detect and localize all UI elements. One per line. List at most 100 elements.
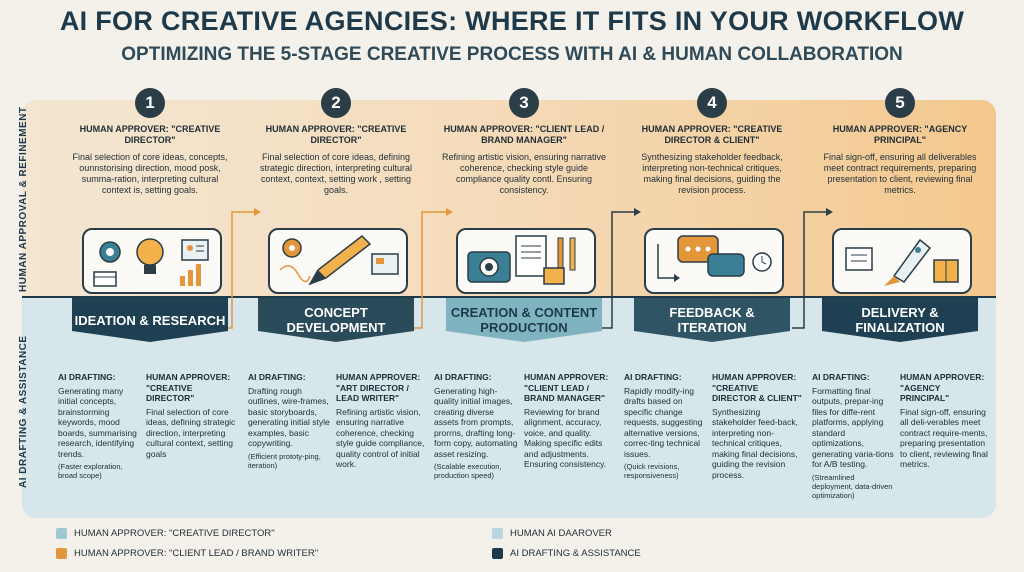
stage-5-ai-note: (Streamlined deployment, data-driven opt… (812, 472, 893, 500)
stage-3-human-heading: HUMAN APPROVER: "CLIENT LEAD / BRAND MAN… (524, 372, 609, 403)
rocket-icon (884, 238, 932, 286)
stage-4-ai-heading: AI DRAFTING: (624, 372, 682, 382)
stage-2-human-heading: HUMAN APPROVER: "ART DIRECTOR / LEAD WRI… (336, 372, 421, 403)
image-icon (543, 267, 565, 285)
stage-2: 2 HUMAN APPROVER: "CREATIVE DIRECTOR" Fi… (244, 88, 428, 518)
stage-1-top-approver: HUMAN APPROVER: "CREATIVE DIRECTOR" (79, 124, 221, 145)
stage-1-human-heading: HUMAN APPROVER: "CREATIVE DIRECTOR" (146, 372, 231, 403)
stage-3-human-text: Reviewing for brand alignment, accuracy,… (524, 406, 607, 470)
stage-4: 4 HUMAN APPROVER: "CREATIVE DIRECTOR & C… (620, 88, 804, 518)
legend-item-3: HUMAN AI DAAROVER (492, 528, 612, 539)
stage-2-human-column: HUMAN APPROVER: "ART DIRECTOR / LEAD WRI… (336, 372, 426, 470)
stage-1-human-text: Final selection of core ideas, defining … (146, 406, 236, 459)
stage-4-ai-note: (Quick revisions, responsiveness) (624, 462, 680, 480)
stage-2-top-description: Final selection of core ideas, defining … (259, 152, 413, 195)
stage-1-ai-column: AI DRAFTING: Generating many initial con… (58, 372, 142, 480)
stage-1-ai-heading: AI DRAFTING: (58, 372, 116, 382)
legend-swatch (56, 548, 67, 559)
profile-card-icon (181, 239, 209, 261)
stage-3: 3 HUMAN APPROVER: "CLIENT LEAD / BRAND M… (432, 88, 616, 518)
band-divider (22, 296, 996, 298)
stage-3-ai-text: Generating high-quality initial images, … (434, 385, 518, 459)
stage-5-number: 5 (885, 88, 915, 118)
arrowhead-1-2 (254, 208, 261, 216)
stage-4-number: 4 (697, 88, 727, 118)
workflow-board: HUMAN APPROVAL & REFINEMENT AI DRAFTING … (18, 88, 996, 518)
stage-4-human-heading: HUMAN APPROVER: "CREATIVE DIRECTOR & CLI… (712, 372, 802, 403)
stage-1-illustration (82, 228, 222, 294)
legend-swatch (492, 548, 503, 559)
arrowhead-2-3 (446, 208, 453, 216)
legend-label: HUMAN AI DAAROVER (510, 528, 612, 539)
stage-3-illustration (456, 228, 596, 294)
stage-2-top-approver: HUMAN APPROVER: "CREATIVE DIRECTOR" (265, 124, 407, 145)
stage-2-number: 2 (321, 88, 351, 118)
flow-arrow-4-5 (792, 211, 826, 329)
stage-1: 1 HUMAN APPROVER: "CREATIVE DIRECTOR" Fi… (58, 88, 242, 518)
stage-5-illustration (832, 228, 972, 294)
stage-1-title: IDEATION & RESEARCH (72, 298, 228, 342)
stage-5: 5 HUMAN APPROVER: "AGENCY PRINCIPAL" Fin… (808, 88, 992, 518)
stage-4-top-description: Synthesizing stakeholder feedback, inter… (641, 152, 783, 195)
legend-swatch (56, 528, 67, 539)
stage-1-ai-note: (Faster exploration, broad scope) (58, 462, 123, 480)
page-subtitle: OPTIMIZING THE 5-STAGE CREATIVE PROCESS … (121, 44, 903, 65)
stage-1-number: 1 (135, 88, 165, 118)
arrowhead-3-4 (634, 208, 641, 216)
camera-icon (467, 251, 511, 283)
lightbulb-icon (136, 238, 164, 274)
stage-4-title: FEEDBACK & ITERATION (634, 298, 790, 342)
stage-5-ai-heading: AI DRAFTING: (812, 372, 870, 382)
stage-5-ai-column: AI DRAFTING: Formatting final outputs, p… (812, 372, 894, 500)
bar-chart-icon (180, 264, 201, 286)
legend-swatch (492, 528, 503, 539)
stage-5-ai-text: Formatting final outputs, prepar-ing fil… (812, 385, 894, 470)
stage-5-top-approver: HUMAN APPROVER: "AGENCY PRINCIPAL" (832, 124, 968, 145)
clock-icon (752, 252, 772, 272)
stage-5-top-description: Final sign-off, ensuring all deliverable… (823, 152, 977, 195)
stage-5-title: DELIVERY & FINALIZATION (822, 298, 978, 342)
stage-3-top-description: Refining artistic vision, ensuring narra… (441, 152, 607, 195)
pencil-icon (308, 235, 372, 286)
flow-arrow-2-3 (408, 211, 446, 329)
gear-icon (282, 238, 302, 258)
stage-4-top-approver: HUMAN APPROVER: "CREATIVE DIRECTOR & CLI… (641, 124, 783, 145)
stage-1-top-description: Final selection of core ideas, concepts,… (72, 152, 228, 195)
stage-4-illustration (644, 228, 784, 294)
legend-item-2: HUMAN APPROVER: "CLIENT LEAD / BRAND WRI… (56, 548, 318, 559)
stage-3-ai-column: AI DRAFTING: Generating high-quality ini… (434, 372, 518, 480)
stage-1-ai-text: Generating many initial concepts, brains… (58, 385, 137, 459)
stage-2-human-text: Refining artistic vision, ensuring narra… (336, 406, 425, 470)
stage-3-ai-note: (Scalable execution, production speed) (434, 462, 502, 480)
stage-3-human-column: HUMAN APPROVER: "CLIENT LEAD / BRAND MAN… (524, 372, 612, 470)
legend-label: AI DRAFTING & ASSISTANCE (510, 548, 641, 559)
page-title: AI FOR CREATIVE AGENCIES: WHERE IT FITS … (59, 6, 965, 36)
stage-2-ai-heading: AI DRAFTING: (248, 372, 306, 382)
stage-3-ai-heading: AI DRAFTING: (434, 372, 492, 382)
revision-arrow-icon (657, 244, 680, 282)
sketch-line-icon (279, 265, 311, 283)
stage-4-ai-text: Rapidly modify-ing drafts based on speci… (624, 385, 703, 459)
flow-arrow-3-4 (600, 211, 634, 329)
gear-icon (99, 241, 121, 263)
legend-item-4: AI DRAFTING & ASSISTANCE (492, 548, 641, 559)
chat-bubble-icon (677, 235, 719, 263)
arrowhead-4-5 (826, 208, 833, 216)
stage-3-title: CREATION & CONTENT PRODUCTION (446, 298, 602, 342)
stage-5-human-text: Final sign-off, ensuring all deli-verabl… (900, 406, 988, 470)
stage-2-illustration (268, 228, 408, 294)
stage-5-human-heading: HUMAN APPROVER: "AGENCY PRINCIPAL" (900, 372, 985, 403)
stage-3-top-approver: HUMAN APPROVER: "CLIENT LEAD / BRAND MAN… (443, 124, 605, 145)
stage-1-human-column: HUMAN APPROVER: "CREATIVE DIRECTOR" Fina… (146, 372, 238, 459)
monitor-icon (371, 253, 399, 275)
stage-5-human-column: HUMAN APPROVER: "AGENCY PRINCIPAL" Final… (900, 372, 988, 470)
stage-3-number: 3 (509, 88, 539, 118)
stage-2-title: CONCEPT DEVELOPMENT (258, 298, 414, 342)
stage-4-human-column: HUMAN APPROVER: "CREATIVE DIRECTOR & CLI… (712, 372, 802, 480)
checklist-icon (845, 247, 873, 271)
legend-item-1: HUMAN APPROVER: "CREATIVE DIRECTOR" (56, 528, 275, 539)
stage-2-ai-note: (Efficient prototy-ping, iteration) (248, 451, 321, 470)
stage-2-ai-text: Drafting rough outlines, wire-frames, ba… (248, 385, 330, 449)
calendar-icon (93, 271, 117, 287)
stage-2-ai-column: AI DRAFTING: Drafting rough outlines, wi… (248, 372, 332, 470)
